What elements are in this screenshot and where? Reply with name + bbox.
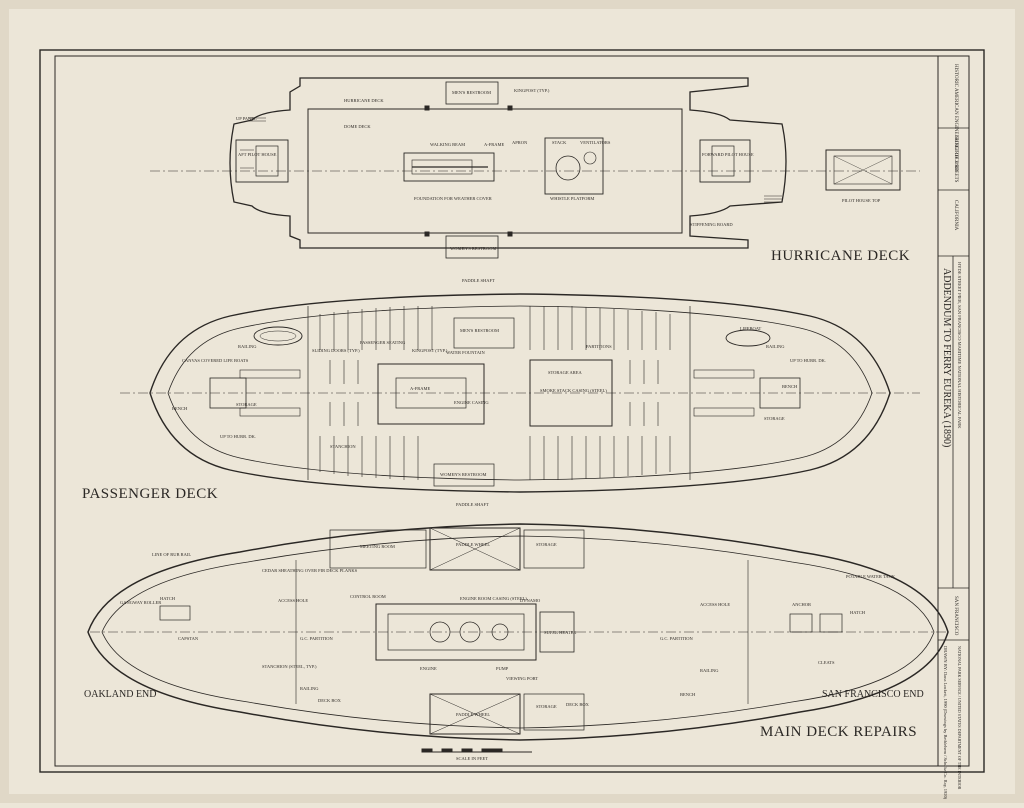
- label-bench-m: BENCH: [680, 692, 696, 697]
- label-foundation: FOUNDATION FOR WEATHER COVER: [414, 196, 492, 201]
- label-scale: SCALE IN FEET: [456, 756, 488, 761]
- label-smoke-stack: SMOKE STACK CASING (STEEL): [540, 388, 607, 393]
- label-gc-partition-1: G.C. PARTITION: [300, 636, 333, 641]
- label-lifeboat: LIFEBOAT: [740, 326, 762, 331]
- label-capstan: CAPSTAN: [178, 636, 199, 641]
- title-block-sheet: SHEET OF 3 SHEETS: [953, 136, 958, 183]
- label-dynamo: DYNAMO: [520, 598, 541, 603]
- label-storage-area: STORAGE AREA: [548, 370, 583, 375]
- label-engine-casing-p: ENGINE CASING: [454, 400, 489, 405]
- label-deck-box-1: DECK BOX: [318, 698, 342, 703]
- main-deck-title: MAIN DECK REPAIRS: [760, 724, 918, 740]
- label-super-heater: SUPER HEATER: [544, 630, 576, 635]
- label-access-hole-2: ACCESS HOLE: [700, 602, 730, 607]
- label-dome-deck-1: DOME DECK: [344, 124, 371, 129]
- title-block-agency: NATIONAL PARK SERVICE / UNITED STATES DE…: [957, 646, 962, 790]
- label-stanchion-p: STANCHION: [330, 444, 356, 449]
- label-storage-m2: STORAGE: [536, 704, 557, 709]
- passenger-deck-plan: [120, 293, 920, 493]
- label-pump: PUMP: [496, 666, 509, 671]
- label-meeting-room: MEETING ROOM: [360, 544, 395, 549]
- label-hatch-1: HATCH: [160, 596, 176, 601]
- label-engine-room: ENGINE ROOM CASING (STEEL): [460, 596, 527, 601]
- label-paddle-shaft-1: PADDLE SHAFT: [462, 278, 495, 283]
- label-engine-m: ENGINE: [420, 666, 437, 671]
- label-aft-pilot-house: AFT PILOT HOUSE: [238, 152, 277, 157]
- label-line-of-rub-rail: LINE OF RUB RAIL: [152, 552, 191, 557]
- label-stanchion-m: STANCHION (STEEL, TYP.): [262, 664, 317, 670]
- label-womens-restroom-top: WOMEN'S RESTROOM: [450, 246, 496, 251]
- title-block-location: SAN FRANCISCO: [953, 596, 958, 636]
- label-water-fountain: WATER FOUNTAIN: [446, 350, 486, 355]
- title-block-county: CALIFORNIA: [953, 200, 958, 231]
- label-storage-p2: STORAGE: [764, 416, 785, 421]
- label-paddle-wheel-2: PADDLE WHEEL: [456, 712, 490, 717]
- scale-bar: [421, 748, 532, 753]
- label-stack: STACK: [552, 140, 567, 145]
- label-paddle-shaft-2: PADDLE SHAFT: [456, 502, 489, 507]
- label-a-frame-p: A-FRAME: [410, 386, 431, 391]
- main-deck-plan: [87, 523, 949, 753]
- label-partitions: PARTITIONS: [586, 344, 612, 349]
- label-deck-box-2: DECK BOX: [566, 702, 590, 707]
- san-francisco-end-label: SAN FRANCISCO END: [822, 689, 924, 700]
- label-railing-m1: RAILING: [700, 668, 719, 673]
- label-apron: APRON: [512, 140, 528, 145]
- label-mens-restroom-p: MEN'S RESTROOM: [460, 328, 499, 333]
- label-up-to-hurricane-2: UP TO HURR. DK.: [790, 358, 826, 363]
- label-womens-restroom-p: WOMEN'S RESTROOM: [440, 472, 486, 477]
- outer-border: [39, 49, 985, 773]
- inner-border: [54, 55, 970, 767]
- passenger-seating-rows: [319, 306, 671, 480]
- label-kingpost: KINGPOST (TYP.): [514, 88, 550, 93]
- label-canvas-covered: CANVAS COVERED LIFE BOATS: [182, 358, 249, 363]
- label-sliding-doors-1: SLIDING DOORS (TYP.): [312, 348, 360, 353]
- label-storage-m1: STORAGE: [536, 542, 557, 547]
- label-gc-partition-2: G.C. PARTITION: [660, 636, 693, 641]
- label-walking-beam: WALKING BEAM: [430, 142, 465, 147]
- oakland-end-label: OAKLAND END: [84, 689, 157, 700]
- title-block-subtitle: HYDE STREET PIER, SAN FRANCISCO MARITIME…: [957, 262, 962, 429]
- label-cleats-1: CLEATS: [818, 660, 835, 665]
- hurricane-deck-plan: [150, 77, 920, 259]
- label-railing-p1: RAILING: [238, 344, 257, 349]
- label-access-hole-1: ACCESS HOLE: [278, 598, 308, 603]
- label-bench-p1: BENCH: [172, 406, 188, 411]
- label-forward-pilot-house: FORWARD PILOT HOUSE: [702, 152, 754, 157]
- label-viewing-port: VIEWING PORT: [506, 676, 538, 681]
- label-stiffening-board: STIFFENING BOARD: [690, 222, 733, 227]
- label-control-room: CONTROL ROOM: [350, 594, 386, 599]
- label-cedar-sheathing: CEDAR SHEATHING OVER FIR DECK PLANKS: [262, 568, 358, 573]
- label-railing-m2: RAILING: [300, 686, 319, 691]
- label-gangway: GANGWAY ROLLER: [120, 600, 161, 605]
- label-hurricane-deck-small: HURRICANE DECK: [344, 98, 384, 103]
- passenger-annotations: RAILING RAILING CANVAS COVERED LIFE BOAT…: [172, 326, 826, 507]
- label-paddle-wheel-1: PADDLE WHEEL: [456, 542, 490, 547]
- main-deck-annotations: MEETING ROOM PADDLE WHEEL PADDLE WHEEL S…: [120, 542, 896, 761]
- label-mens-restroom-top: MEN'S RESTROOM: [452, 90, 491, 95]
- label-kingpost-p: KINGPOST (TYP.): [412, 348, 448, 353]
- label-railing-p2: RAILING: [766, 344, 785, 349]
- label-up-to-hurricane-1: UP TO HURR. DK.: [220, 434, 256, 439]
- title-block-drawn-by: DRAWN BY: Dana Lockett, 1990 (Drawings b…: [943, 646, 948, 800]
- label-whistle-platform: WHISTLE PLATFORM: [550, 196, 594, 201]
- label-a-frame: A-FRAME: [484, 142, 505, 147]
- label-passenger-seating: PASSENGER SEATING: [360, 340, 406, 345]
- title-block: [938, 127, 969, 641]
- label-pilot-house-top: PILOT HOUSE TOP: [842, 198, 881, 203]
- hurricane-annotations: MEN'S RESTROOM WOMEN'S RESTROOM HURRICAN…: [236, 88, 881, 283]
- label-potable-water: POTABLE WATER TANK: [846, 574, 896, 579]
- title-block-main-title: ADDENDUM TO FERRY EUREKA (1890): [941, 268, 952, 448]
- passenger-deck-title: PASSENGER DECK: [82, 486, 219, 502]
- label-storage-p1: STORAGE: [236, 402, 257, 407]
- label-anchor: ANCHOR: [792, 602, 811, 607]
- label-bench-p2: BENCH: [782, 384, 798, 389]
- label-hatch-2: HATCH: [850, 610, 866, 615]
- label-ventilators: VENTILATORS: [580, 140, 611, 145]
- hurricane-deck-title: HURRICANE DECK: [771, 248, 911, 264]
- label-up-panel: UP PANEL: [236, 116, 257, 121]
